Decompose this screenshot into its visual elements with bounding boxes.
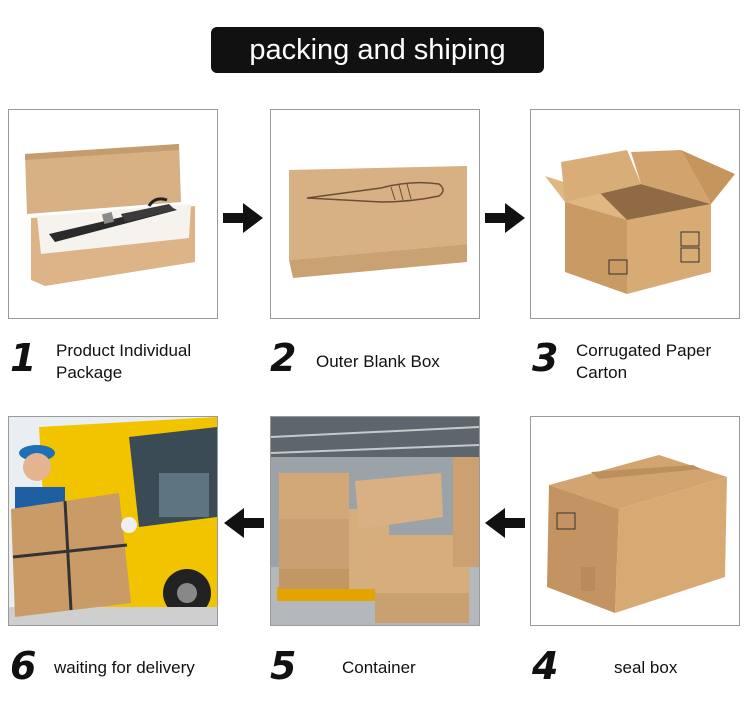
step-2-number: 2 — [270, 336, 297, 380]
step-4-label-line1: seal box — [614, 658, 678, 677]
arrow-right-icon — [485, 203, 525, 233]
page-title: packing and shiping — [211, 27, 544, 73]
step-3-label-line2: Carton — [576, 363, 628, 382]
step-4-number: 4 — [532, 644, 559, 688]
step-1-label-line2: Package — [56, 363, 123, 382]
step-5-number: 5 — [270, 644, 297, 688]
step-1-label-line1: Product Individual — [56, 341, 192, 360]
step-3-number: 3 — [532, 336, 559, 380]
step-1-image — [8, 109, 218, 319]
step-5-label-line1: Container — [342, 658, 416, 677]
step-1-number: 1 — [10, 336, 37, 380]
step-4-image — [530, 416, 740, 626]
step-6-label-line1: waiting for delivery — [54, 658, 195, 677]
step-2-label-line1: Outer Blank Box — [316, 352, 440, 371]
arrow-left-icon — [485, 508, 525, 538]
step-2-image — [270, 109, 480, 319]
step-3-label-line1: Corrugated Paper — [576, 341, 712, 360]
step-6-number: 6 — [10, 644, 37, 688]
step-6-image — [8, 416, 218, 626]
arrow-right-icon — [223, 203, 263, 233]
arrow-left-icon — [224, 508, 264, 538]
step-3-image — [530, 109, 740, 319]
step-5-image — [270, 416, 480, 626]
